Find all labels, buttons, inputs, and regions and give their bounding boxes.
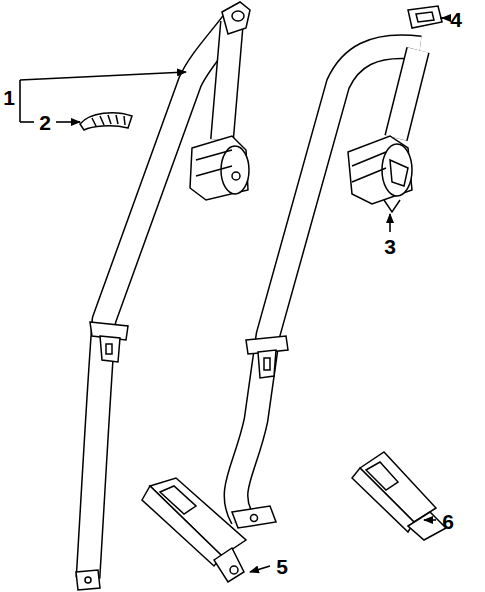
callout-number: 4	[450, 9, 462, 30]
callout-number: 1	[3, 87, 15, 108]
callout-number: 6	[442, 511, 454, 532]
callout-number: 3	[384, 236, 396, 257]
callout-number: 2	[39, 112, 51, 133]
callout-number: 5	[276, 556, 288, 577]
